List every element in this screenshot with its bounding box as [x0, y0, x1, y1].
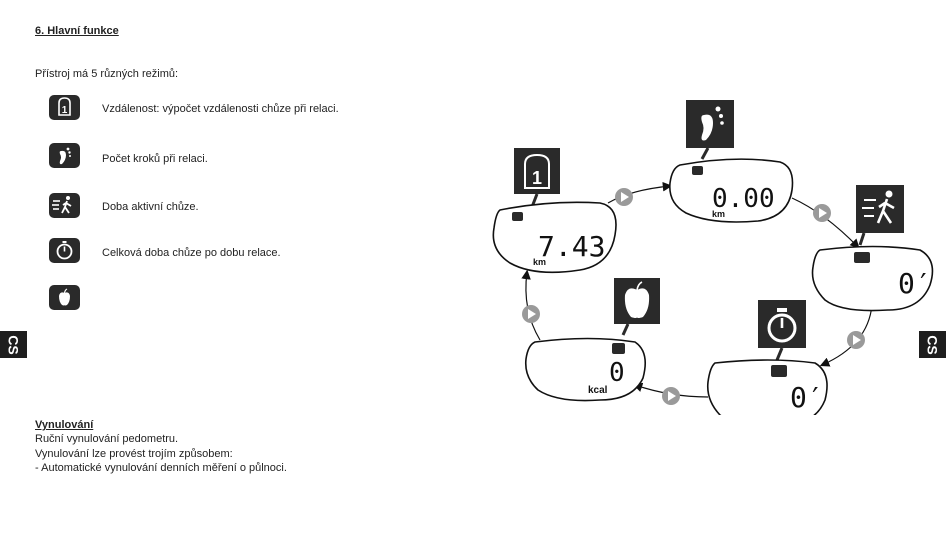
- language-tab-right: CS: [919, 331, 946, 358]
- mode-text-steps: Počet kroků při relaci.: [102, 153, 208, 165]
- reset-line: Ruční vynulování pedometru.: [35, 433, 179, 445]
- next-arrow-icon: [662, 387, 680, 405]
- walking-icon: [49, 193, 80, 218]
- next-arrow-icon: [847, 331, 865, 349]
- calories-unit: kcal: [588, 385, 608, 396]
- reset-line: Vynulování lze provést trojím způsobem:: [35, 448, 233, 460]
- apple-icon: [49, 285, 80, 310]
- arrow-active-to-total: [819, 304, 873, 367]
- distance-unit: km: [533, 257, 546, 267]
- svg-text:1: 1: [62, 105, 68, 116]
- total-time-value: 0′: [790, 381, 824, 414]
- active-time-value: 0′: [898, 267, 932, 300]
- steps-display: 0.00 km: [669, 100, 794, 223]
- distance-display: 1 7.43 km: [492, 148, 617, 274]
- active-time-display: 0′: [811, 185, 934, 312]
- reset-title: Vynulování: [35, 419, 94, 431]
- footprint-icon: [49, 143, 80, 168]
- steps-value: 0.00: [712, 184, 775, 214]
- total-time-display: 0′: [706, 300, 828, 415]
- next-arrow-icon: [615, 188, 633, 206]
- distance-value: 7.43: [538, 230, 605, 263]
- mode-text-active-time: Doba aktivní chůze.: [102, 201, 199, 213]
- calories-display: 0 kcal: [524, 278, 660, 402]
- next-arrow-icon: [813, 204, 831, 222]
- svg-text:1: 1: [532, 168, 542, 188]
- distance-icon: 1: [49, 95, 80, 120]
- stopwatch-icon: [49, 238, 80, 263]
- next-arrow-icon: [522, 305, 540, 323]
- language-tab-left: CS: [0, 331, 27, 358]
- mode-text-distance: Vzdálenost: výpočet vzdálenosti chůze př…: [102, 103, 339, 115]
- reset-line: - Automatické vynulování denních měření …: [35, 462, 287, 474]
- mode-text-total-time: Celková doba chůze po dobu relace.: [102, 247, 281, 259]
- steps-unit: km: [712, 209, 725, 219]
- calories-value: 0: [609, 358, 625, 388]
- intro-text: Přístroj má 5 různých režimů:: [35, 68, 179, 80]
- arrow-distance-to-steps: [607, 181, 673, 204]
- mode-cycle-diagram: 1 7.43 km 0.00 km 0′: [492, 100, 934, 415]
- section-heading: 6. Hlavní funkce: [35, 25, 119, 37]
